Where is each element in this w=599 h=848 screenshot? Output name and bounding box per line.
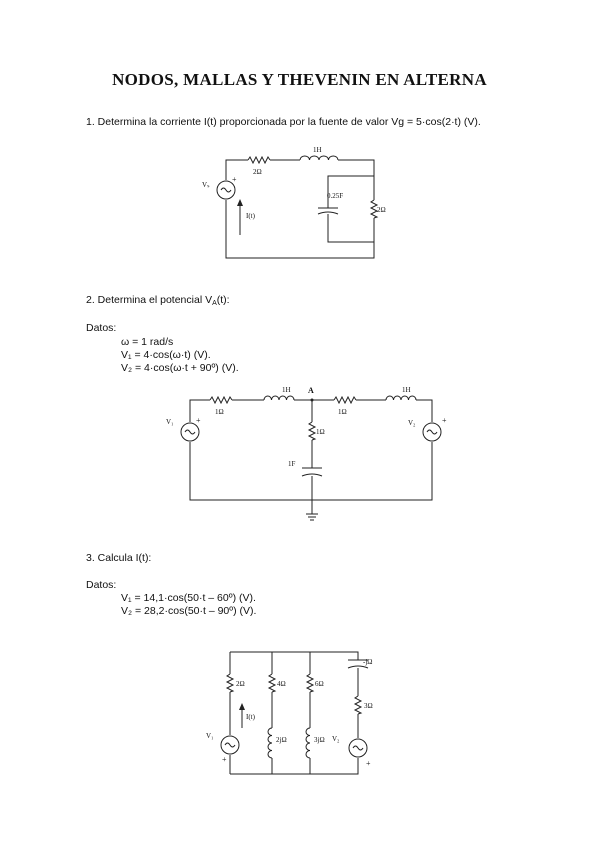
resistor — [209, 395, 233, 405]
problem-3-statement: 3. Calcula I(t): — [86, 552, 152, 564]
label-r-d: 3Ω — [364, 702, 373, 710]
label-plus: + — [442, 416, 447, 425]
resistor — [353, 695, 363, 715]
label-c: -jΩ — [363, 658, 372, 666]
inductor — [263, 395, 295, 401]
label-plus: + — [232, 175, 237, 184]
ac-source — [180, 422, 200, 442]
label-r-c: 6Ω — [315, 680, 324, 688]
label-c1: 1F — [288, 460, 296, 468]
label-l1: 1H — [282, 386, 291, 394]
label-r-a: 2Ω — [236, 680, 245, 688]
capacitor — [301, 467, 323, 477]
label-v1: V₁ — [206, 732, 214, 740]
resistor — [305, 673, 315, 693]
label-l-a: 2jΩ — [276, 736, 287, 744]
circuit-2: 1Ω 1H A 1Ω 1H 1Ω 1F V₁ + V₂ + — [166, 386, 447, 521]
inductor — [299, 155, 339, 161]
label-source: Vₛ — [202, 181, 210, 189]
label-v1: V₁ — [166, 418, 174, 426]
ac-source — [216, 180, 236, 200]
label-r2: 2Ω — [377, 206, 386, 214]
problem-3-data-line: V₁ = 14,1·cos(50·t – 60º) (V). — [121, 592, 256, 604]
resistor — [247, 155, 271, 165]
label-plus: + — [222, 755, 227, 764]
label-r3: 1Ω — [316, 428, 325, 436]
resistor — [307, 421, 317, 441]
label-c1: 0.25F — [327, 192, 343, 200]
problem-1-statement: 1. Determina la corriente I(t) proporcio… — [86, 116, 481, 128]
inductor — [385, 395, 417, 401]
label-r1: 2Ω — [253, 168, 262, 176]
ac-source — [422, 422, 442, 442]
problem-2-data-line: V₂ = 4·cos(ω·t + 90º) (V). — [121, 362, 239, 374]
resistor — [369, 199, 379, 219]
problem-2-statement: 2. Determina el potencial VA(t): — [86, 294, 230, 307]
capacitor — [347, 659, 369, 669]
label-v2: V₂ — [332, 735, 340, 743]
label-r-b: 4Ω — [277, 680, 286, 688]
problem-2-data-line: V₁ = 4·cos(ω·t) (V). — [121, 349, 211, 361]
page-title: NODOS, MALLAS Y THEVENIN EN ALTERNA — [112, 70, 487, 89]
problem-2-datos-label: Datos: — [86, 322, 117, 334]
label-r2: 1Ω — [338, 408, 347, 416]
label-l1: 1H — [313, 146, 322, 154]
resistor — [225, 673, 235, 693]
ac-source — [220, 735, 240, 755]
label-current: I(t) — [246, 212, 256, 220]
label-current: I(t) — [246, 713, 256, 721]
label-node-a: A — [308, 386, 314, 395]
problem-3-datos-label: Datos: — [86, 579, 117, 591]
problem-3-data-line: V₂ = 28,2·cos(50·t – 90º) (V). — [121, 605, 257, 617]
label-r1: 1Ω — [215, 408, 224, 416]
ac-source — [348, 738, 368, 758]
circuit-3: 2Ω 4Ω 6Ω -jΩ 3Ω 2jΩ 3jΩ V₁ V₂ + + I(t) — [206, 651, 373, 775]
label-l2: 1H — [402, 386, 411, 394]
resistor — [267, 673, 277, 693]
label-plus: + — [196, 416, 201, 425]
capacitor — [317, 207, 339, 220]
label-l-b: 3jΩ — [314, 736, 325, 744]
inductor — [305, 727, 311, 759]
label-v2: V₂ — [408, 419, 416, 427]
inductor — [267, 727, 273, 759]
resistor — [333, 395, 357, 405]
circuit-1: 2Ω 1H 0.25F 2Ω Vₛ + I(t) — [202, 146, 386, 259]
problem-2-data-line: ω = 1 rad/s — [121, 336, 174, 348]
label-plus: + — [366, 759, 371, 768]
